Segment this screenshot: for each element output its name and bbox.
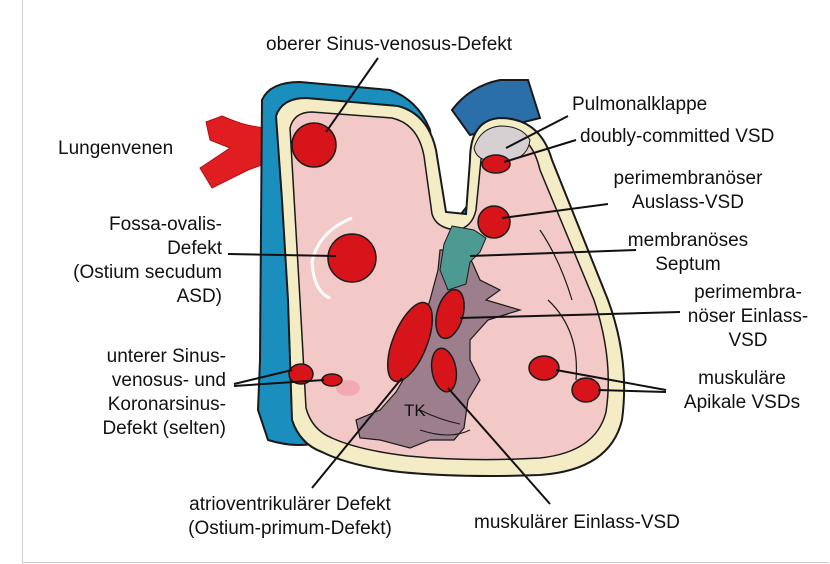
label-fossa-line-3: (Ostium secudum: [73, 262, 222, 283]
label-perimem-einlass-line-1: perimembra-: [694, 282, 802, 303]
label-fossa-line-4: ASD): [177, 286, 222, 307]
fossa-ovalis-defect: [328, 234, 376, 282]
label-musk-apikal-line-1: muskuläre: [698, 368, 786, 389]
perimembranous-outlet-vsd: [478, 206, 510, 238]
label-av-defekt: atrioventrikulärer Defekt (Ostium-primum…: [188, 494, 392, 539]
label-perimem-auslass-line-1: perimembranöser: [614, 168, 764, 189]
label-doubly: doubly-committed VSD: [580, 126, 774, 147]
label-unterer-line-3: Koronarsinus-: [108, 394, 226, 415]
coronary-sinus-defect: [322, 374, 342, 386]
label-perimem-auslass: perimembranöser Auslass-VSD: [614, 168, 764, 213]
label-unterer-line-1: unterer Sinus-: [107, 346, 226, 367]
label-musk-apikal-line-2: Apikale VSDs: [684, 392, 800, 413]
label-tk: TK: [404, 401, 426, 420]
apical-vsd-1: [529, 356, 559, 380]
label-oberer-sinus: oberer Sinus-venosus-Defekt: [266, 34, 513, 55]
label-perimem-auslass-line-2: Auslass-VSD: [632, 192, 744, 213]
label-unterer-line-4: Defekt (selten): [102, 418, 226, 439]
label-musk-apikal: muskuläre Apikale VSDs: [684, 368, 800, 413]
label-membranoeses-line-2: Septum: [655, 254, 720, 275]
label-unterer-sinus: unterer Sinus- venosus- und Koronarsinus…: [102, 346, 226, 439]
label-pulmonalklappe: Pulmonalklappe: [572, 94, 707, 115]
label-perimem-einlass-line-3: VSD: [728, 330, 767, 351]
label-perimem-einlass-line-2: nöser Einlass-: [688, 306, 808, 327]
doubly-committed-vsd: [482, 155, 510, 173]
label-av-line-2: (Ostium-primum-Defekt): [188, 518, 392, 539]
label-lungenvenen: Lungenvenen: [58, 138, 173, 159]
label-fossa-line-2: Defekt: [167, 238, 223, 259]
apical-vsd-2: [572, 378, 600, 402]
superior-sinus-venosus-defect: [292, 123, 336, 167]
label-av-line-1: atrioventrikulärer Defekt: [189, 494, 391, 515]
label-fossa: Fossa-ovalis- Defekt (Ostium secudum ASD…: [73, 214, 223, 307]
label-musk-einlass: muskulärer Einlass-VSD: [474, 512, 680, 533]
label-fossa-line-1: Fossa-ovalis-: [109, 214, 222, 235]
label-membranoeses: membranöses Septum: [628, 230, 748, 275]
label-perimem-einlass: perimembra- nöser Einlass- VSD: [688, 282, 808, 351]
label-membranoeses-line-1: membranöses: [628, 230, 748, 251]
label-unterer-line-2: venosus- und: [112, 370, 226, 391]
